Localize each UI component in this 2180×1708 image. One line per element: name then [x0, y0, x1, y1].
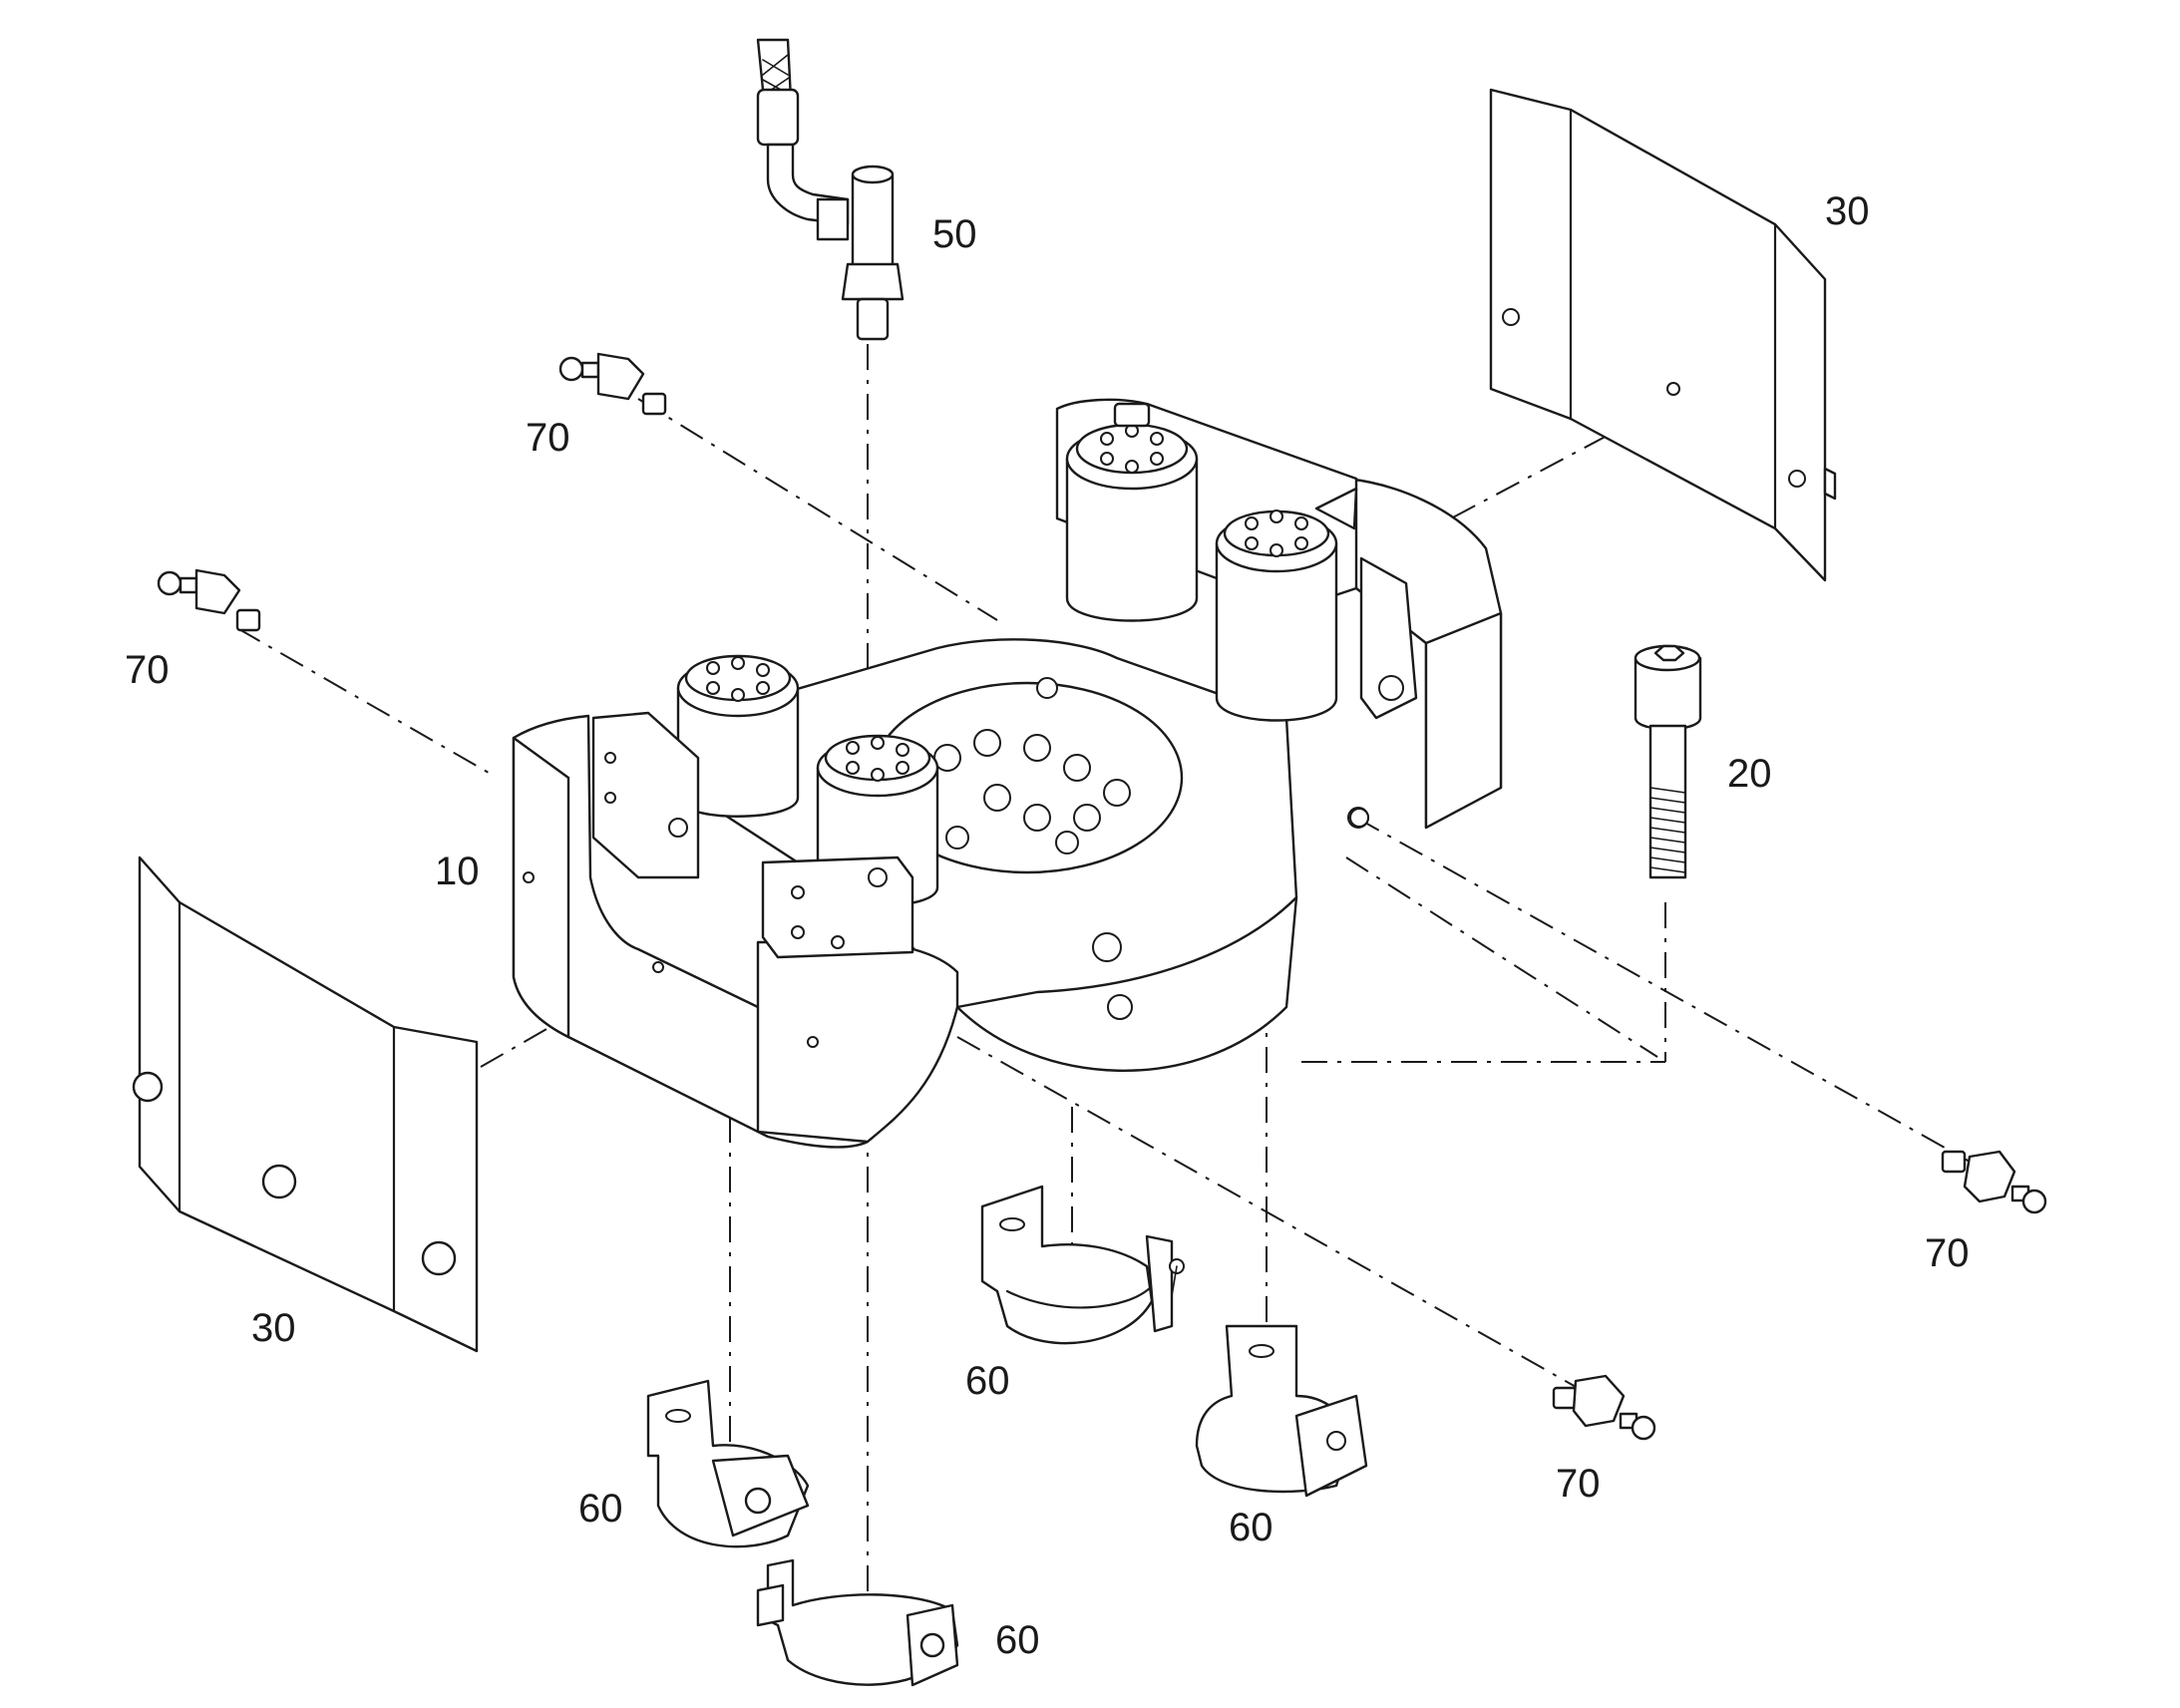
carrier-housing-part-10 — [512, 398, 1503, 1149]
callout-part-70-right: 70 — [1925, 1231, 1970, 1275]
bracket-part-60-bottom — [756, 1558, 959, 1687]
callout-part-60-upper-center: 60 — [965, 1359, 1010, 1403]
callout-part-70-bottom: 70 — [1556, 1462, 1601, 1506]
hydraulic-motor-right-front — [1215, 510, 1338, 722]
hose-fitting-part-50 — [756, 38, 905, 341]
callout-part-60-lower-right: 60 — [1229, 1506, 1273, 1549]
hydraulic-motor-right-rear — [1065, 402, 1199, 622]
callout-part-70-top: 70 — [526, 416, 570, 460]
callout-part-70-left: 70 — [125, 648, 170, 692]
callout-part-20: 20 — [1727, 752, 1772, 796]
callout-part-50: 50 — [932, 212, 977, 256]
bracket-part-60-left — [646, 1379, 810, 1548]
grease-nipple-part-70-left — [157, 568, 261, 632]
cover-plate-part-30-right — [1489, 88, 1837, 582]
grease-nipple-part-70-right — [1941, 1150, 2047, 1214]
hydraulic-motor-left-rear — [676, 654, 800, 818]
callout-part-10: 10 — [435, 850, 480, 893]
callout-part-30-right: 30 — [1825, 189, 1870, 233]
callout-part-60-bottom: 60 — [995, 1618, 1040, 1662]
callout-part-30-left: 30 — [251, 1306, 296, 1350]
bracket-part-60-lower-right — [1195, 1324, 1368, 1498]
grease-nipple-part-70-bottom — [1552, 1374, 1656, 1441]
cover-plate-part-30-left — [132, 855, 479, 1353]
callout-leaders — [1171, 1265, 1178, 1297]
callout-part-60-left: 60 — [578, 1487, 623, 1531]
socket-cap-screw-part-20 — [1634, 644, 1702, 879]
grease-nipple-part-70-top — [558, 352, 667, 416]
bracket-part-60-upper-center — [980, 1185, 1185, 1345]
